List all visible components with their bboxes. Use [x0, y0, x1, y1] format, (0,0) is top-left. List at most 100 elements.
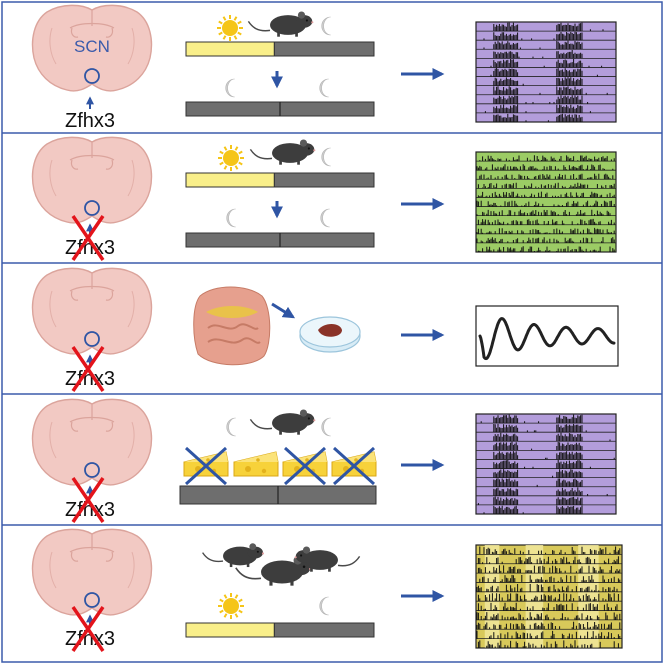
mouse-tail [249, 418, 273, 430]
sun-icon [218, 593, 244, 619]
mouse-tail [247, 20, 271, 32]
brain-section-icon: SCN [31, 4, 153, 92]
activity-trace [479, 173, 614, 180]
light-dark-bar [185, 622, 375, 638]
light-dark-bar [179, 485, 377, 505]
brain-cortex-line [49, 290, 135, 328]
light-phase [185, 172, 275, 188]
mouse-tail [202, 552, 224, 563]
oscillation-plot [475, 305, 619, 367]
cheese-hole [245, 466, 251, 472]
scn-marker [84, 200, 100, 216]
brain-ventricle [69, 154, 115, 170]
activity-trace [479, 546, 621, 555]
mouse-leg [269, 580, 273, 586]
light-phase [185, 41, 275, 57]
mouse-icon [202, 543, 264, 568]
tissue-explant [318, 324, 342, 337]
oscillation-frame [475, 305, 619, 367]
intestine-icon [193, 286, 271, 366]
activity-trace [493, 469, 583, 478]
activity-trace [476, 227, 615, 234]
activity-trace [476, 584, 618, 592]
knockout-cross-icon [71, 606, 105, 652]
scn-marker [84, 592, 100, 608]
brain-ventricle [69, 546, 115, 562]
sun-icon [218, 145, 244, 171]
activity-trace [484, 104, 591, 113]
knockout-cross-icon [71, 477, 105, 523]
scn-marker [84, 331, 100, 347]
activity-trace [476, 164, 614, 171]
activity-trace [476, 612, 621, 620]
light-stripe [525, 545, 544, 648]
panel-knockout-group-housing: Zfhx3 [31, 528, 623, 652]
intestine-body [193, 286, 271, 366]
cheese-hole [206, 458, 210, 462]
cheese-icon [233, 451, 279, 477]
mouse-icon [249, 409, 316, 435]
activity-trace [493, 478, 583, 487]
light-phase [185, 622, 275, 638]
activity-trace [493, 86, 608, 95]
brain-outline [31, 267, 153, 355]
cheese-hole [256, 458, 260, 462]
sun-icon [217, 15, 243, 41]
mouse-leg [297, 430, 300, 435]
brain-outline [31, 136, 153, 224]
activity-trace [476, 237, 615, 243]
mouse-leg [290, 580, 294, 586]
activity-trace [477, 496, 583, 505]
brain-cortex-line [49, 551, 135, 589]
activity-trace [483, 40, 583, 50]
cross-out-line [184, 446, 228, 486]
cheese-hole [305, 458, 309, 462]
mouse-nose [294, 556, 297, 559]
activity-trace [493, 432, 611, 442]
activity-trace [477, 182, 615, 189]
panel-knockout-light-dark: Zfhx3 [31, 136, 617, 261]
activity-trace [479, 574, 621, 583]
scn-marker [84, 462, 100, 478]
mouse-leg [279, 160, 282, 165]
mouse-ear [297, 11, 306, 19]
actogram-plot [475, 544, 623, 649]
actogram-background [475, 151, 617, 253]
activity-trace [476, 630, 621, 639]
activity-trace [477, 565, 621, 574]
oscillation-trace [478, 317, 616, 361]
mouse-nose [261, 552, 264, 555]
activity-trace [477, 593, 619, 602]
brain-section-icon [31, 267, 153, 355]
mouse-tail [249, 148, 273, 160]
brain-section-icon [31, 528, 153, 616]
activity-trace [493, 441, 583, 451]
activity-trace [490, 58, 603, 68]
brain-outline [31, 398, 153, 486]
brain-ventricle [69, 285, 115, 301]
mouse-leg [229, 562, 233, 568]
brain-cortex-line [49, 421, 135, 459]
brain-outline [31, 4, 153, 92]
moon-icon [225, 78, 235, 98]
activity-trace [477, 602, 618, 611]
dark-phase [273, 41, 375, 57]
mouse-leg [295, 32, 298, 37]
activity-trace [477, 218, 615, 225]
brain-section-icon [31, 136, 153, 224]
mouse-eye [256, 550, 259, 553]
panel-knockout-restricted-feeding: Zfhx3 [31, 398, 617, 523]
activity-trace [493, 113, 583, 122]
activity-trace [493, 487, 608, 496]
mouse-tail [235, 567, 262, 580]
activity-trace [493, 50, 583, 59]
knockout-cross-icon [71, 346, 105, 392]
activity-trace [493, 77, 583, 86]
activity-trace [493, 459, 591, 469]
brain-cortex-line [49, 27, 135, 65]
activity-trace [477, 640, 619, 648]
actogram-plot [475, 21, 617, 123]
cheese-icon [183, 446, 229, 486]
